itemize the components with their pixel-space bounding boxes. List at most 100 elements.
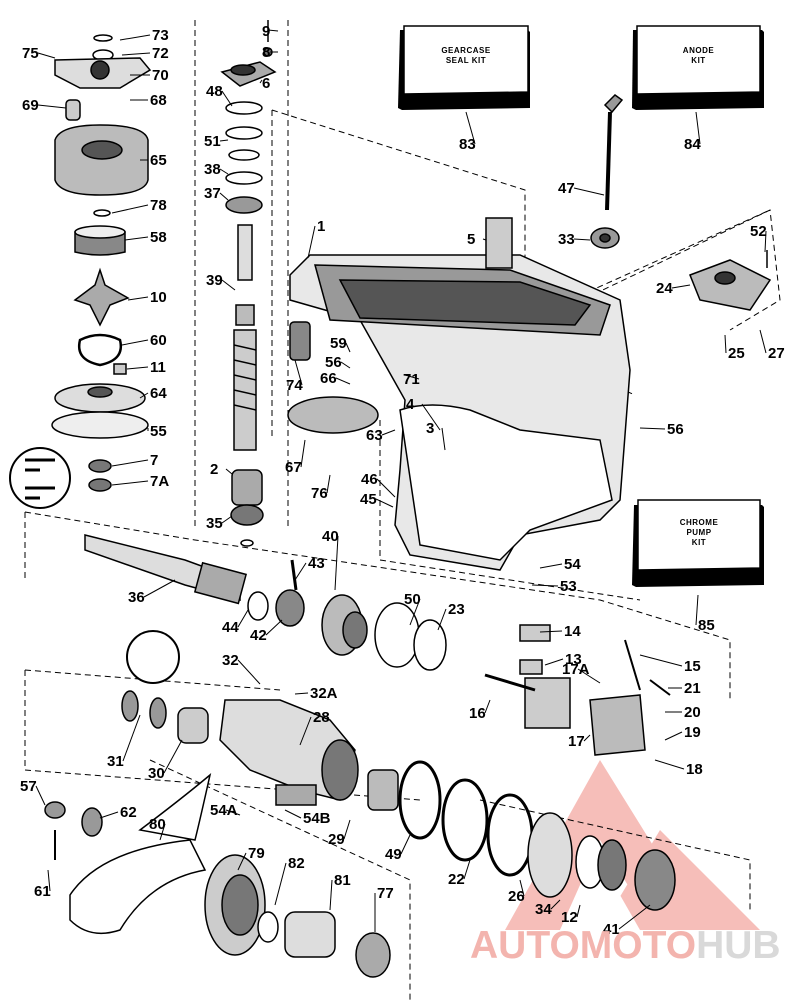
- callout-number: 69: [22, 97, 39, 114]
- callout-number: 20: [684, 704, 701, 721]
- callout-leader-line: [764, 230, 767, 253]
- chrome-pump-kit-box: [632, 499, 764, 587]
- callout-number: 32A: [310, 685, 338, 702]
- callout-number: 85: [698, 617, 715, 634]
- callout-leader-line: [163, 739, 183, 774]
- callout-leader-line: [124, 236, 149, 241]
- callout-leader-line: [111, 204, 149, 214]
- callout-leader-line: [274, 862, 287, 906]
- callout-leader-line: [437, 608, 447, 631]
- callout-number: 5: [467, 231, 475, 248]
- callout-number: 29: [328, 831, 345, 848]
- callout-number: 66: [320, 370, 337, 387]
- gearcase-housing: [287, 217, 631, 571]
- callout-leader-line: [334, 535, 339, 591]
- callout-number: 83: [459, 136, 476, 153]
- callout-leader-line: [221, 90, 233, 107]
- propshaft-parts: [84, 534, 676, 911]
- callout-number: 52: [750, 223, 767, 240]
- watermark-text-a: AUTOMOTO: [470, 924, 697, 967]
- callout-leader-line: [139, 392, 149, 399]
- driveshaft-parts: [220, 20, 277, 547]
- callout-leader-line: [284, 809, 302, 819]
- callout-leader-line: [329, 879, 333, 911]
- callout-number: 14: [564, 623, 581, 640]
- callout-number: 79: [248, 845, 265, 862]
- callout-leader-line: [219, 192, 229, 201]
- callout-leader-line: [121, 339, 149, 346]
- callout-leader-line: [237, 659, 261, 685]
- callout-leader-line: [219, 139, 229, 142]
- callout-number: 81: [334, 872, 351, 889]
- seal-detail-inset: [9, 447, 71, 509]
- callout-number: 74: [286, 377, 303, 394]
- callout-leader-line: [237, 609, 249, 628]
- callout-number: 53: [560, 578, 577, 595]
- callout-leader-line: [294, 359, 303, 386]
- callout-number: 72: [152, 45, 169, 62]
- callout-leader-line: [294, 692, 309, 695]
- callout-leader-line: [335, 377, 351, 385]
- callout-number: 33: [558, 231, 575, 248]
- callout-number: 22: [448, 871, 465, 888]
- callout-leader-line: [550, 899, 561, 910]
- callout-number: 34: [535, 901, 552, 918]
- callout-leader-line: [539, 630, 563, 633]
- callout-leader-line: [376, 478, 396, 498]
- callout-number: 35: [206, 515, 223, 532]
- callout-number: 30: [148, 765, 165, 782]
- callout-leader-line: [326, 474, 331, 494]
- callout-leader-line: [345, 342, 351, 353]
- callout-leader-line: [400, 834, 411, 855]
- callout-number: 10: [150, 289, 167, 306]
- callout-leader-line: [577, 668, 601, 684]
- callout-leader-line: [463, 859, 471, 880]
- anode-parts: [590, 94, 772, 311]
- callout-number: 43: [308, 555, 325, 572]
- callout-number: 9: [262, 23, 270, 40]
- callout-number: 4: [406, 396, 415, 413]
- callout-leader-line: [671, 284, 691, 289]
- callout-leader-line: [299, 716, 312, 746]
- callout-number: 41: [603, 921, 620, 938]
- callout-number: 23: [448, 601, 465, 618]
- callout-leader-line: [111, 459, 149, 467]
- callout-leader-line: [618, 904, 651, 930]
- callout-number: 26: [508, 888, 525, 905]
- callout-leader-line: [404, 374, 420, 380]
- callout-leader-line: [111, 480, 149, 486]
- callout-number: 19: [684, 724, 701, 741]
- callout-number: 28: [313, 709, 330, 726]
- callout-leader-line: [221, 279, 236, 291]
- callout-number: 17A: [562, 661, 590, 678]
- callout-number: 78: [150, 197, 167, 214]
- callout-number: 24: [656, 280, 673, 297]
- callout-number: 55: [150, 423, 167, 440]
- callout-number: 58: [150, 229, 167, 246]
- callout-number: 11: [150, 359, 166, 376]
- callout-leader-line: [465, 111, 476, 145]
- callout-number: 46: [361, 471, 378, 488]
- callout-number: 48: [206, 83, 223, 100]
- callout-number: 67: [285, 459, 302, 476]
- callout-leader-line: [375, 498, 394, 508]
- callout-number: 15: [684, 658, 701, 675]
- callout-leader-line: [47, 869, 51, 892]
- callout-leader-line: [122, 714, 141, 762]
- callout-number: 31: [107, 753, 124, 770]
- callout-leader-line: [265, 619, 283, 636]
- callout-leader-line: [381, 429, 396, 436]
- callout-leader-line: [219, 168, 229, 175]
- callout-number: 82: [288, 855, 305, 872]
- callout-number: 60: [150, 332, 167, 349]
- callout-number: 44: [222, 619, 239, 636]
- callout-leader-line: [159, 823, 166, 841]
- callout-leader-line: [121, 52, 151, 56]
- callout-number: 59: [330, 335, 347, 352]
- callout-number: 54: [564, 556, 581, 573]
- callout-number: 61: [34, 883, 51, 900]
- callout-leader-line: [421, 403, 441, 431]
- callout-leader-line: [127, 296, 149, 301]
- callout-number: 64: [150, 385, 167, 402]
